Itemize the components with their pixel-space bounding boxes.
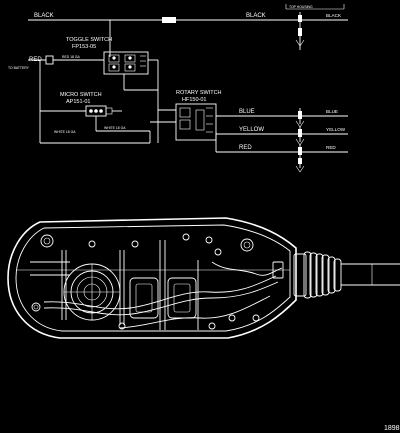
to-battery-label: TO BATTERY xyxy=(8,66,30,70)
micro-wire-tag-left: WHITE 18 GA xyxy=(54,130,76,134)
micro-wire-tag-right: WHITE 18 GA xyxy=(104,126,126,130)
red-connector xyxy=(295,144,305,173)
blue-label-right: BLUE xyxy=(326,109,338,114)
blue-label-mid: BLUE xyxy=(239,109,255,115)
rotary-switch-name: ROTARY SWITCH xyxy=(176,90,222,96)
micro-switch xyxy=(85,105,113,117)
black-label-left: BLACK xyxy=(34,13,54,19)
top-housing-bracket xyxy=(285,4,345,10)
housing-outline xyxy=(7,217,297,339)
power-cord xyxy=(341,263,400,286)
mounting-holes xyxy=(31,233,260,330)
fuse xyxy=(162,17,176,23)
micro-switch-part: AP151-01 xyxy=(66,99,90,105)
black-connector xyxy=(295,12,305,50)
black-label-right: BLACK xyxy=(326,13,342,18)
yellow-label-mid: YELLOW xyxy=(239,127,264,133)
wiring-schematic: TOP HOUSING BLACK BLACK BLACK RED TO BAT… xyxy=(8,4,348,173)
rotary-switch-part: HF150-01 xyxy=(182,97,206,103)
wire-bundle xyxy=(43,261,283,329)
figure-number: 1898 xyxy=(384,425,400,432)
strain-relief xyxy=(272,251,342,299)
yellow-label-right: YELLOW xyxy=(326,127,346,132)
top-housing-label: TOP HOUSING xyxy=(289,5,313,9)
housing-inner-outline xyxy=(15,224,291,332)
housing-ribs xyxy=(30,240,199,330)
housing-drawing xyxy=(7,217,400,339)
blue-connector xyxy=(295,108,305,128)
toggle-switch-part: FP153-05 xyxy=(72,44,96,50)
red-label-right: RED xyxy=(326,145,336,150)
micro-switch-name: MICRO SWITCH xyxy=(60,92,102,98)
red-label-mid: RED xyxy=(239,145,252,151)
toggle-switch-name: TOGGLE SWITCH xyxy=(66,37,112,43)
red-wire-tag: RED 18 GA xyxy=(62,55,80,59)
yellow-connector xyxy=(295,126,305,146)
toggle-switch-pocket xyxy=(129,277,197,319)
black-label-mid: BLACK xyxy=(246,13,266,19)
rotary-switch xyxy=(175,103,217,141)
toggle-switch xyxy=(103,51,149,75)
